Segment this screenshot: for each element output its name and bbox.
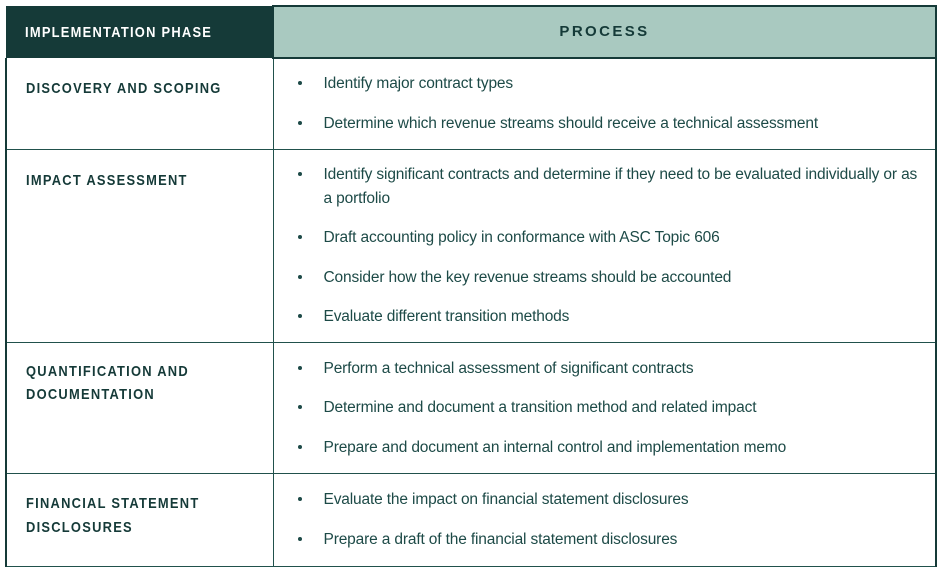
bullet-icon bbox=[297, 120, 302, 125]
process-cell: Evaluate the impact on financial stateme… bbox=[273, 473, 937, 567]
bullet-icon bbox=[297, 81, 302, 85]
table-header-row: IMPLEMENTATION PHASE PROCESS bbox=[6, 5, 937, 59]
process-list: Identify significant contracts and deter… bbox=[296, 163, 924, 329]
process-list-item-text: Determine and document a transition meth… bbox=[323, 399, 757, 417]
process-list-item-text: Identify major contract types bbox=[323, 75, 514, 92]
column-header-implementation-phase-label: IMPLEMENTATION PHASE bbox=[25, 23, 213, 41]
process-list-item: Prepare and document an internal control… bbox=[296, 436, 924, 460]
bullet-icon bbox=[297, 274, 302, 279]
process-list-item: Evaluate different transition methods bbox=[296, 305, 924, 329]
column-header-implementation-phase: IMPLEMENTATION PHASE bbox=[6, 6, 274, 58]
process-list-item: Prepare a draft of the financial stateme… bbox=[296, 528, 924, 552]
table-header: IMPLEMENTATION PHASE PROCESS bbox=[6, 5, 937, 59]
process-list-item-text: Identify significant contracts and deter… bbox=[323, 166, 918, 207]
phase-cell: QUANTIFICATION AND DOCUMENTATION bbox=[5, 342, 274, 475]
phase-cell: IMPACT ASSESSMENT bbox=[5, 149, 274, 343]
process-list-item: Identify significant contracts and deter… bbox=[296, 163, 924, 210]
process-list-item: Evaluate the impact on financial stateme… bbox=[296, 488, 924, 512]
process-list: Perform a technical assessment of signif… bbox=[296, 357, 924, 460]
table-row: FINANCIAL STATEMENT DISCLOSURES Evaluate … bbox=[5, 473, 937, 567]
process-list-item-text: Evaluate different transition methods bbox=[323, 308, 570, 326]
bullet-icon bbox=[297, 405, 302, 410]
phase-cell: DISCOVERY AND SCOPING bbox=[5, 58, 274, 151]
process-list-item-text: Evaluate the impact on financial stateme… bbox=[323, 491, 689, 509]
process-list-item: Determine and document a transition meth… bbox=[296, 396, 924, 420]
bullet-icon bbox=[297, 497, 302, 502]
process-cell: Perform a technical assessment of signif… bbox=[273, 342, 937, 475]
table-row: IMPACT ASSESSMENT Identify significant co… bbox=[5, 149, 937, 343]
process-list-item: Identify major contract types bbox=[296, 72, 924, 96]
table-body: DISCOVERY AND SCOPING Identify major cont… bbox=[5, 58, 937, 567]
phase-label: IMPACT ASSESSMENT bbox=[26, 172, 188, 190]
process-list-item-text: Prepare and document an internal control… bbox=[323, 438, 787, 456]
column-header-process-label: PROCESS bbox=[559, 23, 650, 40]
table-row: QUANTIFICATION AND DOCUMENTATION Perform … bbox=[5, 342, 937, 475]
implementation-phase-table: IMPLEMENTATION PHASE PROCESS DISCOVERY A… bbox=[5, 5, 937, 567]
process-list-item-text: Perform a technical assessment of signif… bbox=[323, 359, 694, 377]
process-cell: Identify significant contracts and deter… bbox=[273, 149, 937, 343]
bullet-icon bbox=[297, 235, 302, 240]
process-list-item-text: Draft accounting policy in conformance w… bbox=[323, 229, 720, 247]
bullet-icon bbox=[297, 444, 302, 449]
process-list-item-text: Consider how the key revenue streams sho… bbox=[323, 268, 732, 286]
process-list-item: Determine which revenue streams should r… bbox=[296, 112, 924, 136]
process-list-item: Draft accounting policy in conformance w… bbox=[296, 226, 924, 250]
phase-label: QUANTIFICATION AND DOCUMENTATION bbox=[26, 362, 189, 404]
bullet-icon bbox=[297, 365, 302, 370]
bullet-icon bbox=[297, 314, 302, 319]
phase-cell: FINANCIAL STATEMENT DISCLOSURES bbox=[5, 473, 274, 567]
process-list-item-text: Determine which revenue streams should r… bbox=[323, 114, 819, 132]
process-list-item: Consider how the key revenue streams sho… bbox=[296, 266, 924, 290]
process-list-item: Perform a technical assessment of signif… bbox=[296, 357, 924, 381]
process-list: Evaluate the impact on financial stateme… bbox=[296, 488, 924, 551]
table-row: DISCOVERY AND SCOPING Identify major cont… bbox=[5, 58, 937, 151]
bullet-icon bbox=[297, 537, 302, 542]
process-list-item-text: Prepare a draft of the financial stateme… bbox=[323, 531, 678, 549]
implementation-phase-table-page: IMPLEMENTATION PHASE PROCESS DISCOVERY A… bbox=[5, 5, 937, 567]
phase-label: FINANCIAL STATEMENT DISCLOSURES bbox=[26, 495, 200, 536]
phase-label: DISCOVERY AND SCOPING bbox=[26, 80, 222, 97]
column-header-process: PROCESS bbox=[273, 5, 937, 59]
bullet-icon bbox=[297, 172, 302, 177]
